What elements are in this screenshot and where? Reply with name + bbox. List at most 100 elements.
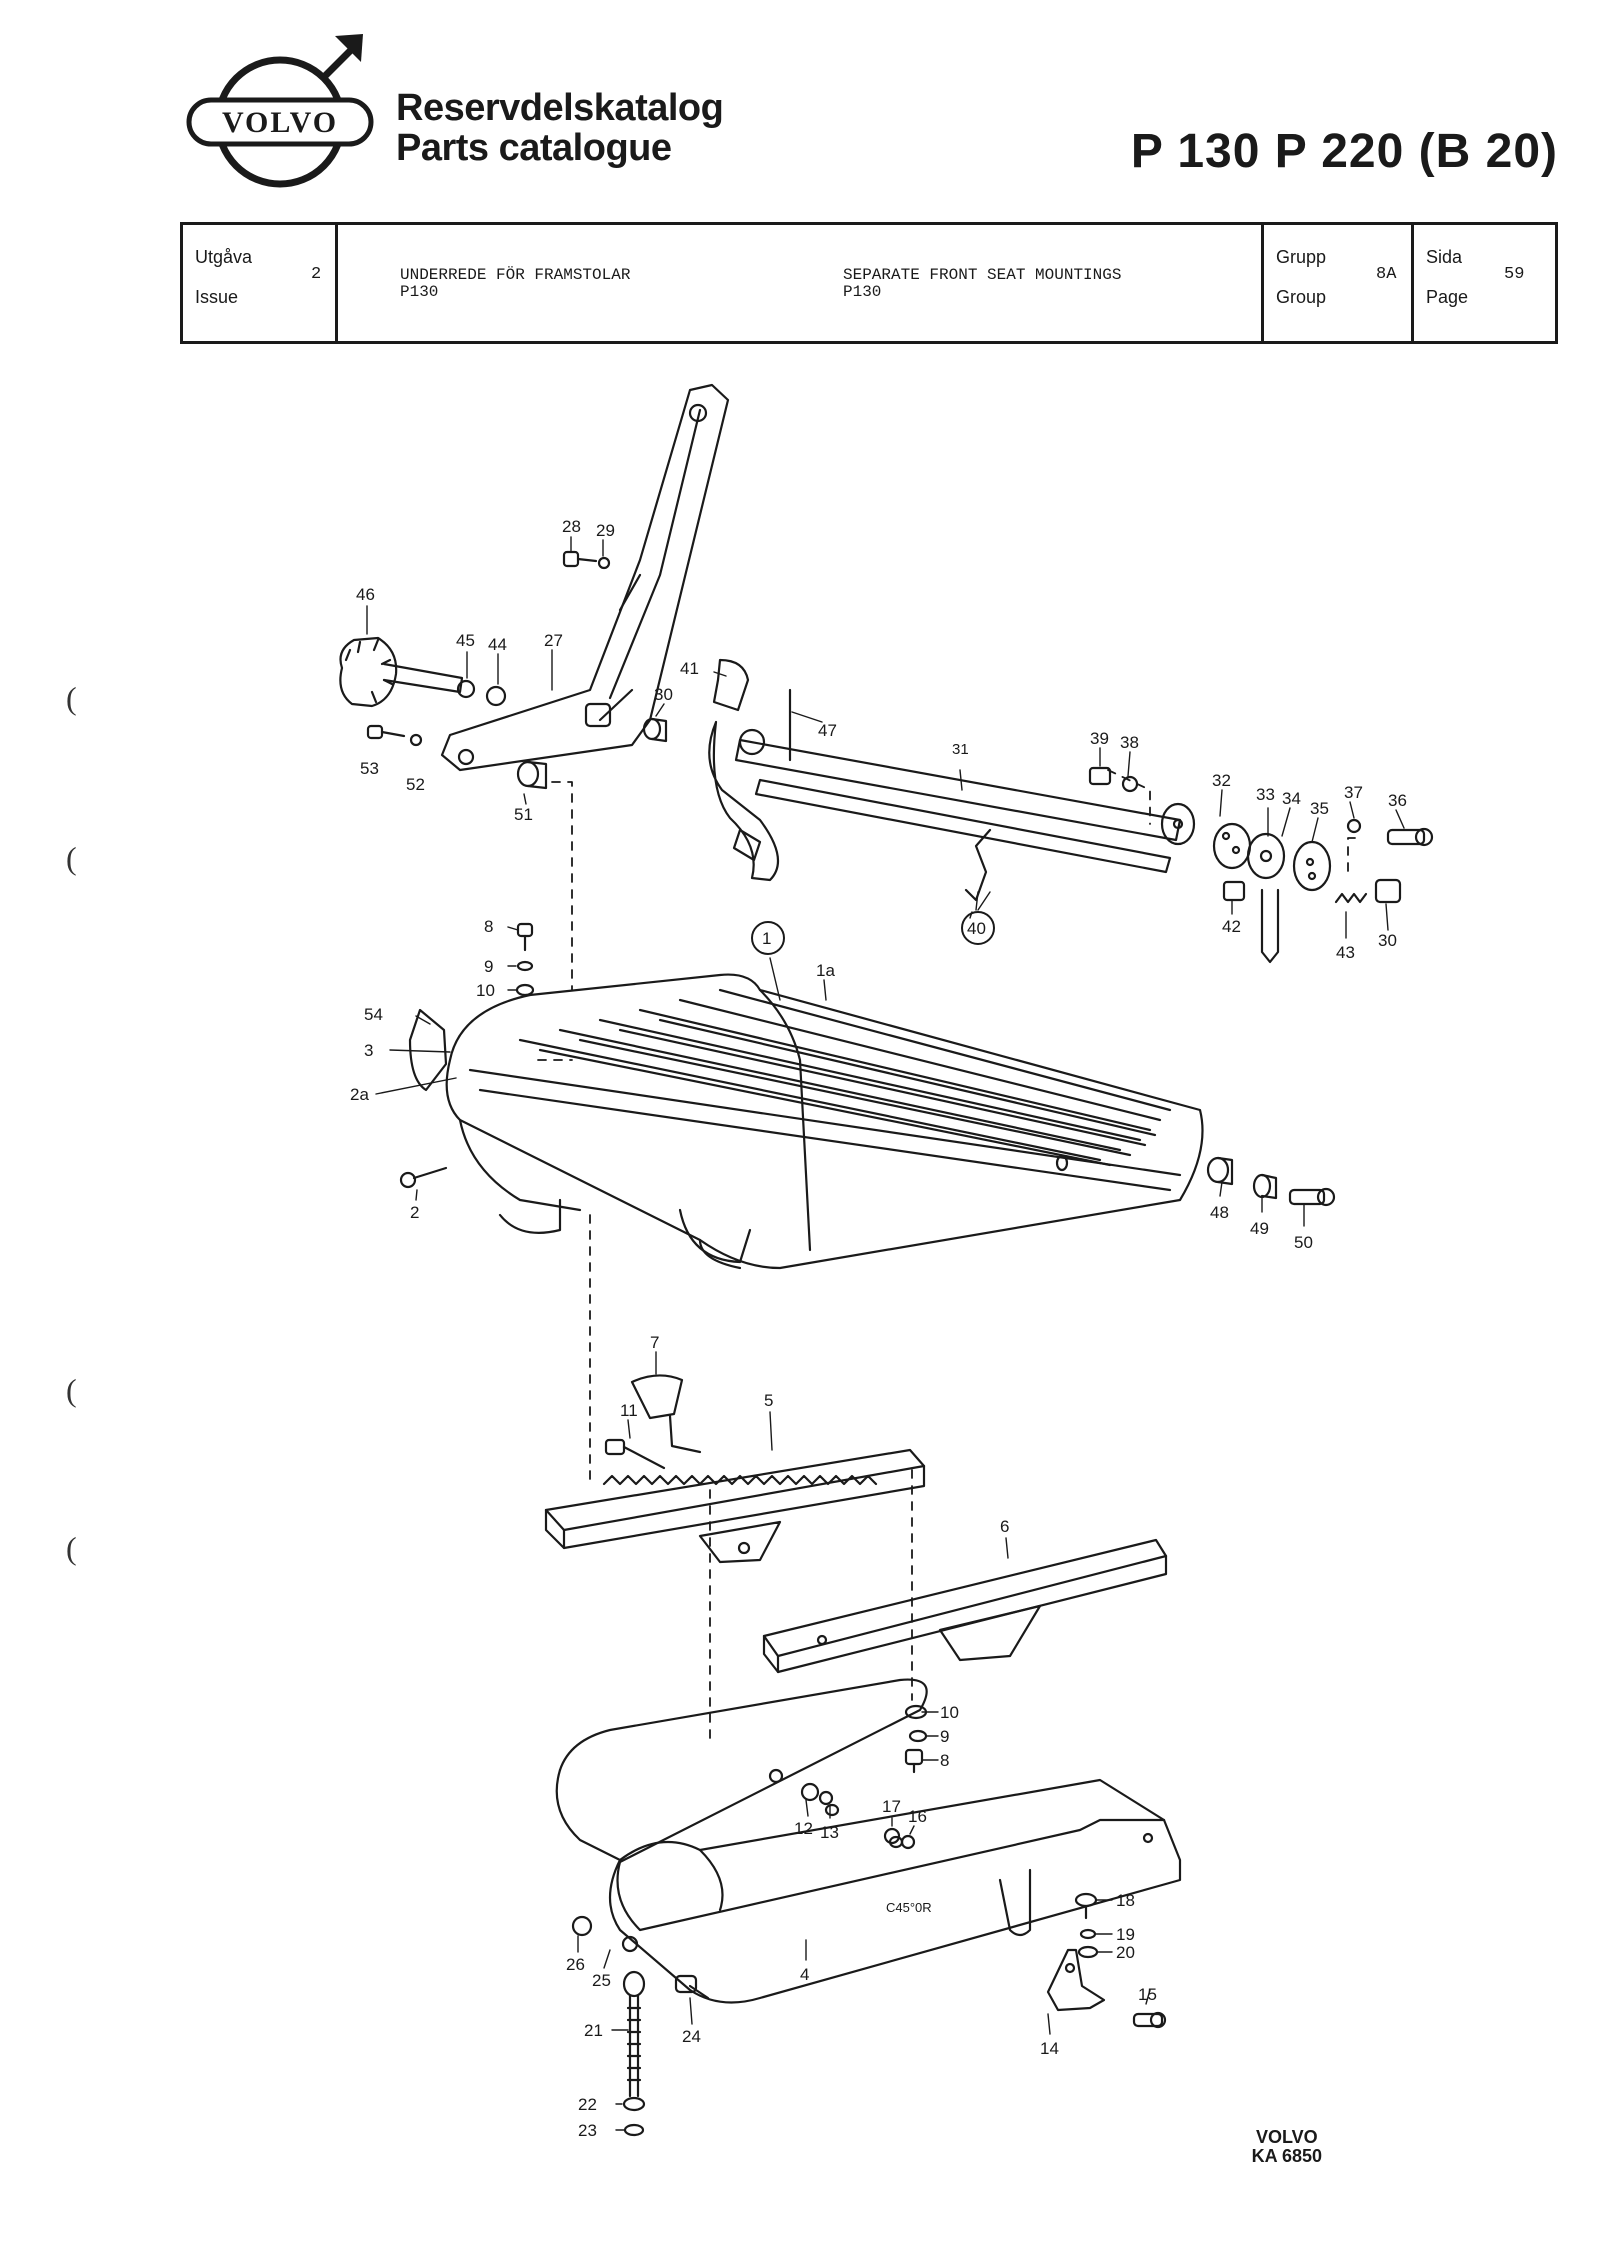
binder-mark: ( xyxy=(66,680,77,716)
callout-29: 29 xyxy=(596,521,615,540)
description-english-line1: SEPARATE FRONT SEAT MOUNTINGS xyxy=(843,266,1122,284)
page-cell: Sida Page 59 xyxy=(1411,225,1555,341)
assembly-guide-lines xyxy=(537,769,1356,1741)
group-label-swedish: Grupp xyxy=(1276,247,1327,267)
backrest-hinge-frame xyxy=(440,383,730,772)
seat-rail-5 xyxy=(544,1448,926,1564)
callout-49: 49 xyxy=(1250,1219,1269,1238)
callout-13: 13 xyxy=(820,1823,839,1842)
callout-6: 6 xyxy=(1000,1517,1009,1536)
callout-37: 37 xyxy=(1344,783,1363,802)
callout-3: 3 xyxy=(364,1041,373,1060)
callout-31: 31 xyxy=(952,741,969,758)
callout-2a: 2a xyxy=(350,1085,369,1104)
nut-42 xyxy=(1222,880,1246,902)
callout-19: 19 xyxy=(1116,1925,1135,1944)
callout-30-upper: 30 xyxy=(654,685,673,704)
callout-50: 50 xyxy=(1294,1233,1313,1252)
clip-37 xyxy=(1346,818,1362,834)
screw-8-bottom xyxy=(904,1748,924,1774)
callout-44: 44 xyxy=(488,635,507,654)
description-swedish: UNDERREDE FÖR FRAMSTOLAR P130 xyxy=(400,267,630,301)
callout-leaders xyxy=(366,536,1405,2131)
washer-13 xyxy=(818,1790,834,1806)
issue-label-swedish: Utgåva xyxy=(195,247,253,267)
nut-26 xyxy=(571,1915,593,1937)
screw-18 xyxy=(1074,1892,1098,1920)
callout-8-bottom: 8 xyxy=(940,1751,949,1770)
washer-16 xyxy=(900,1834,916,1850)
washer-25 xyxy=(621,1935,639,1953)
seat-frame xyxy=(445,973,1204,1270)
callout-10-bottom: 10 xyxy=(940,1703,959,1722)
callout-26: 26 xyxy=(566,1955,585,1974)
callout-14: 14 xyxy=(1040,2039,1059,2058)
description-english: SEPARATE FRONT SEAT MOUNTINGS P130 xyxy=(843,267,1121,301)
catalogue-title-swedish: Reservdelskatalog xyxy=(396,87,724,129)
callout-32: 32 xyxy=(1212,771,1231,790)
reference-brand: VOLVO xyxy=(1255,2127,1318,2147)
callout-25: 25 xyxy=(592,1971,611,1990)
volvo-logo: VOLVO xyxy=(186,34,374,188)
callout-47: 47 xyxy=(818,721,837,740)
bolt-15 xyxy=(1132,2011,1167,2029)
callout-5: 5 xyxy=(764,1391,773,1410)
washer-9-top xyxy=(516,960,534,972)
callout-7: 7 xyxy=(650,1333,659,1352)
spacer-30-upper xyxy=(642,717,668,743)
issue-label-english: Issue xyxy=(195,287,239,307)
callout-10-top: 10 xyxy=(476,981,495,1000)
release-lever-41 xyxy=(712,658,750,712)
eye-bolt-21 xyxy=(622,1970,646,2098)
screw-2 xyxy=(399,1166,448,1189)
callout-35: 35 xyxy=(1310,799,1329,818)
callout-45: 45 xyxy=(456,631,475,650)
pedestal-stamp: C45°0R xyxy=(886,1900,932,1915)
seat-tilt-shaft xyxy=(708,658,1182,902)
exploded-parts-drawing: C45°0R xyxy=(339,383,1434,2140)
spacer-30-left xyxy=(584,702,612,728)
callout-42: 42 xyxy=(1222,917,1241,936)
callout-39: 39 xyxy=(1090,729,1109,748)
callout-17: 17 xyxy=(882,1797,901,1816)
bracket-14 xyxy=(1046,1948,1106,2012)
binder-mark: ( xyxy=(66,1530,77,1566)
group-value: 8A xyxy=(1376,265,1397,284)
bolt-50 xyxy=(1288,1187,1336,1207)
page-label-swedish: Sida xyxy=(1426,247,1463,267)
callout-16: 16 xyxy=(908,1807,927,1826)
bracket-plate xyxy=(1260,888,1280,964)
seat-rail-6 xyxy=(762,1538,1168,1674)
plate-34 xyxy=(1246,832,1286,880)
description-cell: UNDERREDE FÖR FRAMSTOLAR P130 SEPARATE F… xyxy=(335,225,1261,341)
callout-2: 2 xyxy=(410,1203,419,1222)
washer-45 xyxy=(456,679,476,699)
callout-53: 53 xyxy=(360,759,379,778)
callout-21: 21 xyxy=(584,2021,603,2040)
callout-33: 33 xyxy=(1256,785,1275,804)
spring-43 xyxy=(1334,892,1368,904)
screw-8-top xyxy=(516,922,534,952)
washer-52 xyxy=(409,733,423,747)
callout-ring-40 xyxy=(961,911,995,945)
description-english-line2: P130 xyxy=(843,283,882,301)
washer-29 xyxy=(597,556,611,570)
group-cell: Grupp Group 8A xyxy=(1261,225,1411,341)
nut-22 xyxy=(622,2096,646,2112)
catalogue-info-table: Utgåva Issue 2 UNDERREDE FÖR FRAMSTOLAR … xyxy=(180,222,1558,344)
washer-10-top xyxy=(515,983,535,997)
washer-19 xyxy=(1079,1928,1097,1940)
callout-40: 40 xyxy=(967,919,986,938)
callout-30-right: 30 xyxy=(1378,931,1397,950)
callout-18: 18 xyxy=(1116,1891,1135,1910)
plate-33 xyxy=(1212,822,1252,870)
handle-knob-7 xyxy=(630,1374,702,1454)
page-label-english: Page xyxy=(1426,287,1469,307)
callout-36: 36 xyxy=(1388,791,1407,810)
callout-48: 48 xyxy=(1210,1203,1229,1222)
washer-9-bottom xyxy=(908,1729,928,1743)
washer-44 xyxy=(485,685,507,707)
callout-ring-1 xyxy=(751,921,785,955)
page-value: 59 xyxy=(1504,265,1525,284)
binder-mark: ( xyxy=(66,1372,77,1408)
